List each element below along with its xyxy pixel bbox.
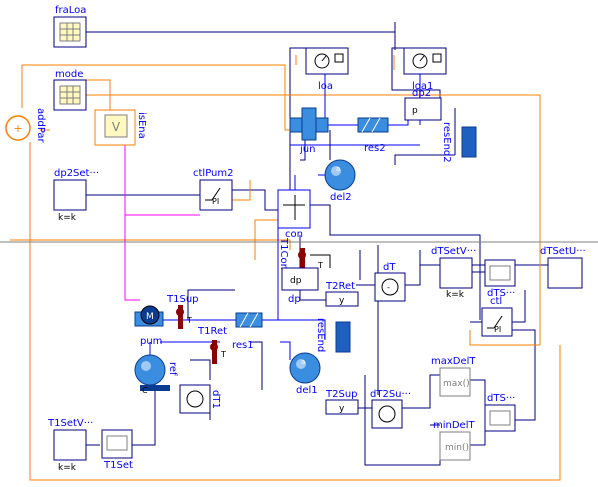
del1-glyph: a: [301, 358, 305, 366]
ref-cap: C: [142, 386, 148, 395]
jun-block[interactable]: jun: [289, 107, 329, 155]
ref-label: ref: [167, 362, 178, 376]
res2-block[interactable]: res2: [357, 117, 389, 154]
t1sup-glyph: T: [186, 316, 192, 325]
t2sup-block[interactable]: y T2Sup: [325, 389, 359, 415]
maxdelt-label: maxDelT: [431, 356, 476, 367]
jun-label: jun: [299, 144, 315, 155]
fraloa-table-block[interactable]: fraLoa: [53, 5, 87, 48]
res2-label: res2: [364, 143, 386, 154]
t1sup-label: T1Sup: [166, 294, 199, 305]
dt1-block[interactable]: dT1: [179, 384, 221, 414]
res1-block[interactable]: res1: [232, 340, 254, 351]
t1ret-sensor[interactable]: T1Ret T: [197, 326, 227, 364]
dtsetu-block[interactable]: dTSetU···: [540, 246, 586, 289]
isena-block[interactable]: V isEna: [94, 109, 147, 146]
dp-glyph: dp: [290, 276, 302, 286]
t2ret-label: T2Ret: [325, 281, 355, 292]
dtsetu-label: dTSetU···: [540, 246, 586, 257]
dp-block[interactable]: dp dp: [281, 267, 319, 305]
t1ret-label: T1Ret: [197, 326, 227, 337]
t1con-sensor[interactable]: T1Con··· T: [278, 237, 323, 279]
t1sup-sensor[interactable]: T1Sup T: [166, 294, 199, 329]
maxdelt-block[interactable]: max() maxDelT: [431, 356, 476, 397]
del1-block[interactable]: a del1: [289, 352, 321, 396]
dp2-block[interactable]: p dp2: [404, 88, 442, 121]
pum-label: pum: [140, 336, 162, 347]
del2-glyph: a: [336, 165, 340, 173]
t1ret-glyph: T: [220, 350, 226, 359]
maxdelt-fn: max(): [443, 379, 470, 389]
ctl-pi: PI: [494, 325, 501, 334]
ctlpum2-pi: PI: [212, 197, 219, 206]
ctl-block[interactable]: PI ctl: [481, 296, 513, 337]
t1setv-param: k=k: [58, 463, 77, 473]
con-label: con: [285, 229, 303, 240]
addpar-block[interactable]: + addPar: [5, 108, 46, 144]
pum-block[interactable]: M pum: [134, 305, 164, 347]
dts-lower-block[interactable]: dTS···: [484, 393, 516, 432]
res1-label: res1: [232, 340, 254, 351]
t1con-label: T1Con···: [278, 237, 289, 279]
dp-label: dp: [288, 294, 301, 305]
ctl-label: ctl: [490, 296, 502, 307]
dt-minus: -: [387, 283, 390, 292]
mindelt-fn: min(): [445, 443, 469, 453]
pipe-res-block[interactable]: [235, 312, 263, 328]
dp2-glyph: p: [412, 106, 418, 116]
fraloa-label: fraLoa: [55, 5, 86, 16]
dtsetv-param: k=k: [446, 290, 465, 300]
pum-glyph: M: [146, 312, 154, 322]
loa-block[interactable]: loa: [305, 47, 349, 92]
dt-block[interactable]: - dT: [374, 262, 406, 302]
dt2su-label: dT2Su···: [370, 389, 411, 400]
ctlpum2-block[interactable]: PI ctlPum2: [193, 168, 234, 211]
addpar-label: addPar: [35, 108, 46, 144]
t1setv-label: T1SetV···: [47, 418, 93, 429]
add-symbol: +: [13, 122, 22, 135]
dtsetv-block[interactable]: dTSetV··· k=k: [431, 246, 476, 300]
isena-label: isEna: [136, 112, 147, 139]
t2sup-label: T2Sup: [325, 389, 358, 400]
mode-label: mode: [55, 69, 83, 80]
isena-glyph: V: [112, 120, 121, 134]
ref-block[interactable]: C ref: [134, 354, 178, 395]
dp2set-param: k=k: [58, 213, 77, 223]
dts-lower-label: dTS···: [487, 393, 515, 404]
dt1-label: dT1: [210, 390, 221, 409]
del2-block[interactable]: a del2: [324, 159, 356, 203]
loa1-block[interactable]: loa1: [403, 47, 447, 92]
t1setv-block[interactable]: T1SetV··· k=k: [47, 418, 93, 473]
dt2su-block[interactable]: dT2Su···: [370, 389, 411, 429]
mode-table-block[interactable]: mode: [53, 69, 87, 111]
dp2set-block[interactable]: dp2Set··· k=k: [53, 168, 99, 223]
t1set-block[interactable]: T1Set: [101, 429, 133, 471]
t2ret-block[interactable]: y T2Ret: [325, 281, 359, 307]
dts-upper-block[interactable]: dTS···: [484, 259, 516, 299]
resend2-block[interactable]: resEnd2: [441, 122, 477, 163]
del1-label: del1: [296, 385, 318, 396]
t1con-glyph: T: [317, 261, 323, 270]
loa-label: loa: [318, 81, 333, 92]
t1set-label: T1Set: [103, 460, 133, 471]
resend-block[interactable]: resEnd: [315, 318, 351, 353]
resend-label: resEnd: [315, 318, 326, 352]
dp2set-label: dp2Set···: [54, 168, 99, 179]
t2sup-y: y: [339, 404, 345, 414]
ctlpum2-label: ctlPum2: [193, 168, 234, 179]
dts-upper-label: dTS···: [487, 288, 515, 299]
dtsetv-label: dTSetV···: [431, 246, 476, 257]
con-block[interactable]: con: [277, 189, 311, 240]
t2ret-y: y: [339, 296, 345, 306]
loa1-label: loa1: [412, 81, 433, 92]
dp2-label: dp2: [412, 88, 431, 99]
mindelt-block[interactable]: min() minDelT: [433, 420, 475, 461]
mindelt-label: minDelT: [433, 420, 475, 431]
resend2-label: resEnd2: [441, 122, 452, 163]
dt-label: dT: [383, 262, 396, 273]
del2-label: del2: [330, 192, 352, 203]
